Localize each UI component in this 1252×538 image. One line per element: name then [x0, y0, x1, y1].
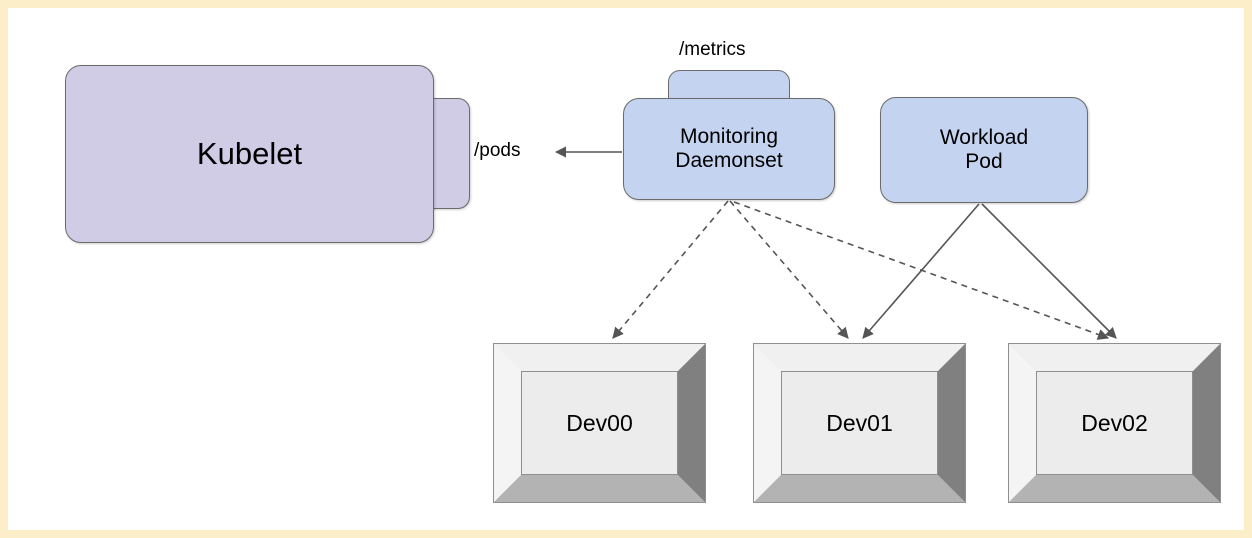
edge-workload-to-dev01	[862, 203, 980, 339]
edge-monitoring-to-dev01	[729, 200, 849, 339]
node-device-dev02-label: Dev02	[1081, 409, 1148, 436]
device-bevel-top	[1008, 343, 1221, 371]
device-bevel-left	[493, 343, 521, 503]
node-kubelet-label: Kubelet	[196, 136, 303, 172]
metrics-endpoint-label: /metrics	[679, 39, 746, 60]
edge-monitoring-to-dev02	[733, 201, 1110, 340]
edge-monitoring-to-dev00	[612, 200, 729, 339]
device-bevel-left	[1008, 343, 1036, 503]
device-bevel-bottom	[753, 475, 966, 503]
device-bevel-right	[938, 343, 966, 503]
node-monitoring-daemonset-label: Monitoring Daemonset	[675, 124, 783, 172]
node-device-dev00-label: Dev00	[566, 409, 633, 436]
node-device-dev01-label: Dev01	[826, 409, 893, 436]
node-workload-pod-label: Workload Pod	[939, 125, 1029, 173]
device-face: Dev00	[521, 371, 678, 475]
node-device-dev01[interactable]: Dev01	[753, 343, 966, 503]
node-kubelet[interactable]: Kubelet	[65, 65, 434, 243]
node-device-dev00[interactable]: Dev00	[493, 343, 706, 503]
edge-workload-to-dev02	[981, 203, 1117, 339]
device-bevel-bottom	[493, 475, 706, 503]
device-bevel-left	[753, 343, 781, 503]
node-workload-pod[interactable]: Workload Pod	[880, 97, 1088, 203]
diagram-surface: Kubelet /pods /metrics Monitoring Daemon…	[8, 8, 1244, 530]
device-bevel-bottom	[1008, 475, 1221, 503]
device-bevel-top	[493, 343, 706, 371]
pods-endpoint-label: /pods	[474, 140, 521, 161]
device-bevel-right	[678, 343, 706, 503]
device-face: Dev01	[781, 371, 938, 475]
node-device-dev02[interactable]: Dev02	[1008, 343, 1221, 503]
device-bevel-top	[753, 343, 966, 371]
node-monitoring-daemonset[interactable]: Monitoring Daemonset	[623, 98, 835, 200]
device-face: Dev02	[1036, 371, 1193, 475]
device-bevel-right	[1193, 343, 1221, 503]
kubelet-pods-endpoint-tab[interactable]	[432, 98, 470, 209]
